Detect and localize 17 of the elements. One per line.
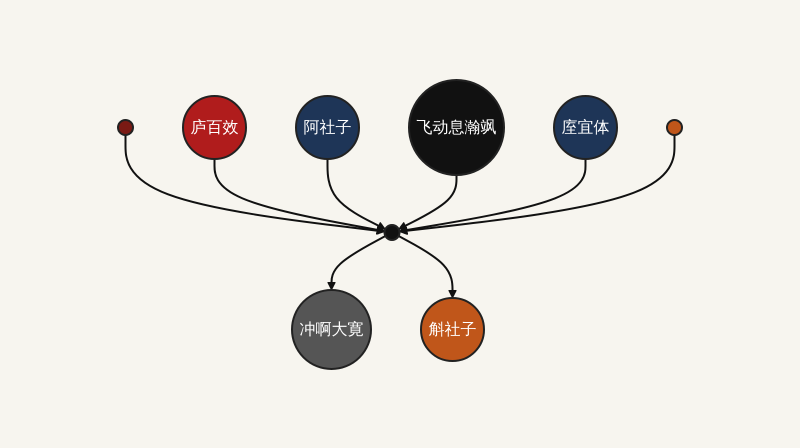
- node-circle: [666, 118, 683, 136]
- node-circle: 飞动息瀚飒: [408, 78, 505, 176]
- arrow: [214, 158, 386, 234]
- arrow: [399, 134, 676, 235]
- node-circle: 冲啊大寛: [291, 288, 372, 370]
- node-circle: 阿社子: [295, 94, 360, 160]
- arrow: [327, 234, 386, 290]
- arrow: [398, 234, 457, 298]
- node-circle: [384, 224, 400, 240]
- node-circle: 庐百效: [182, 94, 247, 160]
- node-circle: 庢宜体: [553, 94, 618, 160]
- arrow: [399, 158, 586, 234]
- arrow: [398, 174, 458, 230]
- node-circle: [117, 118, 134, 136]
- node-circle: 斛社子: [420, 296, 485, 362]
- arrow: [124, 134, 385, 234]
- arrow: [326, 158, 386, 230]
